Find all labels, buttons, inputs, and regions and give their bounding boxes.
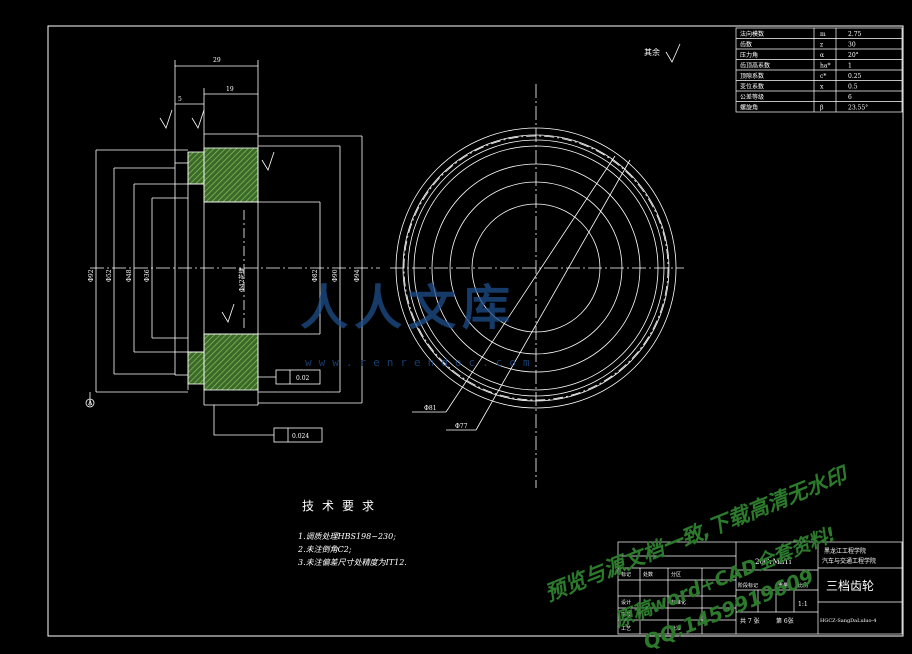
param-cell: 2.75	[848, 31, 862, 38]
dim-in2: Φ48	[126, 269, 133, 282]
tech-note-2: 2.未注倒角C2;	[297, 545, 352, 554]
dim-ext2: Φ90	[332, 269, 339, 282]
roughness-label: 其余	[644, 47, 660, 57]
drawing-code: HGCZ-SangDaLuluo-4	[820, 618, 876, 624]
param-table	[735, 27, 903, 113]
param-cell: 0.5	[848, 84, 858, 91]
tb-label-scale: 比例	[798, 582, 808, 589]
datum-label: A	[87, 400, 93, 407]
material: 20CrMnTi	[755, 558, 792, 566]
dim-front-1: Φ81	[424, 405, 437, 412]
param-cell: 顶隙系数	[740, 72, 764, 80]
param-cell: 螺旋角	[740, 104, 758, 112]
dim-hub: 19	[226, 86, 234, 93]
sheets-total: 共 7 张	[740, 617, 760, 625]
title-block	[617, 541, 903, 635]
hatch-lower	[203, 333, 259, 391]
drawing-border	[47, 25, 904, 637]
param-cell: 0.25	[848, 73, 862, 80]
tb-label-design: 设计	[621, 599, 631, 606]
tb-label-stage: 阶段标记	[738, 582, 758, 589]
tb-label-weight: 重量	[778, 582, 788, 589]
dim-spline: Φ42花键	[238, 267, 246, 292]
param-cell: 20°	[848, 52, 859, 59]
tech-note-3: 3.未注偏差尺寸处精度为IT12.	[298, 558, 407, 567]
dim-front-2: Φ77	[455, 423, 468, 430]
tb-label-review: 审核	[621, 611, 631, 618]
param-cell: 齿数	[740, 41, 752, 49]
param-cell: ha*	[820, 63, 830, 70]
school: 黑龙江工程学院	[824, 547, 866, 555]
dim-left-outer: Φ92	[88, 269, 95, 282]
tb-label-approve: 批准	[671, 625, 681, 632]
param-cell: α	[820, 52, 824, 59]
param-cell: 压力角	[740, 51, 758, 59]
param-cell: c*	[820, 73, 826, 80]
param-cell: 23.55°	[848, 105, 868, 112]
param-cell: β	[820, 105, 824, 112]
param-cell: 30	[848, 42, 856, 49]
tb-label-standard: 标准化	[671, 599, 686, 606]
sheet-number: 第 6张	[776, 617, 794, 625]
tb-label-count: 处数	[643, 571, 653, 578]
param-rows: 法向模数 m 2.75 齿数 z 30 压力角 α 20° 齿顶高系数 ha* 1 顶隙系数 c* 0.25…	[740, 30, 868, 112]
tolerance-value-2: 0.024	[292, 433, 309, 440]
tb-label-process: 工艺	[621, 626, 631, 632]
dim-width: 29	[213, 57, 221, 64]
department: 汽车与交通工程学院	[822, 557, 876, 565]
section-view	[85, 60, 380, 443]
param-cell: 公差等级	[740, 93, 764, 101]
section-dimension-labels: 29 19 5 Φ92 Φ52 Φ48 Φ36 Φ42花键 Φ82 Φ90 Φ9…	[87, 47, 660, 440]
param-cell: m	[820, 31, 826, 38]
dim-ext1: Φ82	[312, 269, 319, 282]
scale: 1:1	[798, 601, 808, 608]
tb-label-zone: 分区	[671, 571, 681, 578]
param-cell: 变位系数	[740, 83, 764, 91]
tb-label-mark: 标记	[621, 571, 631, 578]
param-cell: x	[820, 84, 824, 91]
dim-small: 5	[178, 96, 182, 103]
hatch-hub-lower	[187, 351, 205, 385]
title-block-text: 20CrMnTi 黑龙江工程学院 汽车与交通工程学院 三档齿轮 标记 处数 分区…	[621, 547, 876, 632]
front-view	[390, 84, 684, 488]
watermark-logo: 人人文库	[300, 280, 517, 336]
tech-note-1: 1.调质处理HBS198~230;	[298, 532, 396, 541]
dim-ext3: Φ94	[354, 269, 361, 282]
dim-in1: Φ52	[106, 269, 113, 282]
hatch-upper	[203, 147, 259, 203]
param-cell: 齿顶高系数	[740, 62, 770, 70]
param-cell: 1	[848, 63, 852, 70]
tolerance-value-1: 0.02	[296, 375, 310, 382]
param-cell: 法向模数	[740, 30, 764, 38]
param-cell: 6	[848, 94, 852, 101]
watermark-url: www.renrendoc.com	[305, 356, 537, 369]
param-cell: z	[820, 42, 823, 49]
part-name: 三档齿轮	[826, 579, 874, 593]
tech-title: 技术要求	[302, 499, 382, 513]
dim-in3: Φ36	[144, 269, 151, 282]
hatch-hub-upper	[187, 151, 205, 185]
